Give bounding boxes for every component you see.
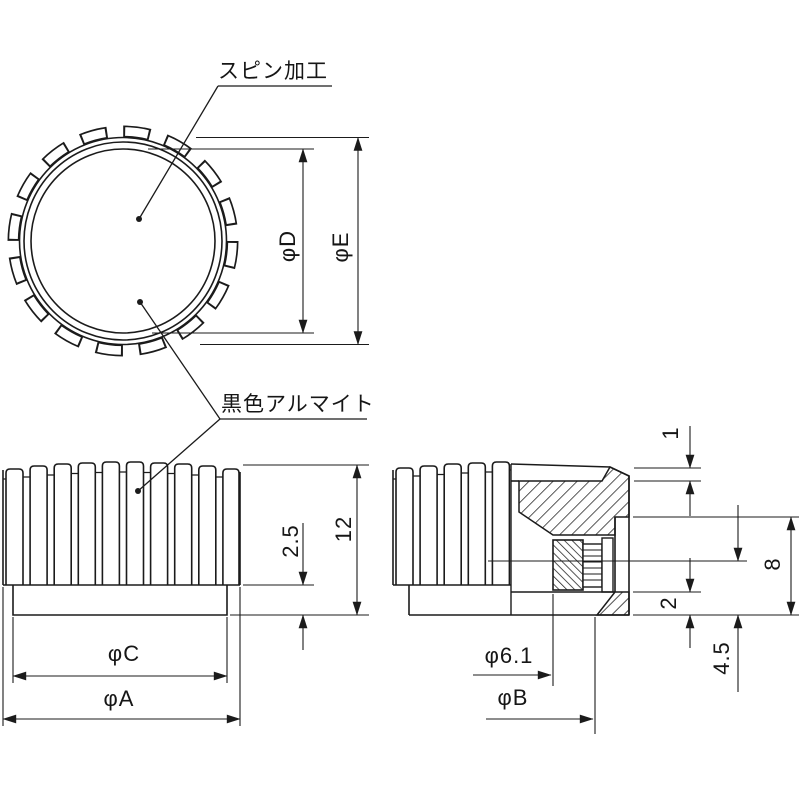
knurl-ribs	[3, 461, 240, 585]
dim-label-2: 2	[656, 596, 681, 610]
bottom-ring-hatch	[595, 591, 630, 616]
top-view	[7, 85, 369, 494]
front-view	[2, 461, 369, 726]
callout-leaders	[135, 85, 367, 494]
front-view-dims	[2, 464, 369, 726]
dim-label-phi6-1: φ6.1	[484, 643, 534, 668]
section-view-dims	[473, 426, 799, 734]
dim-label-12: 12	[331, 515, 356, 543]
dim-label-2-5: 2.5	[278, 524, 303, 558]
dim-label-4-5: 4.5	[709, 641, 734, 675]
knurl-root-circle	[18, 136, 228, 346]
dim-label-phiD: φD	[275, 229, 300, 263]
rim-circle	[23, 141, 223, 341]
dim-label-phiE: φE	[328, 231, 353, 263]
recess-circle	[30, 148, 216, 334]
section-view	[392, 426, 799, 734]
dim-label-phiC: φC	[107, 641, 141, 666]
alumite-leader-dot-2	[135, 488, 141, 494]
thread-relief	[601, 537, 614, 593]
top-view-dims	[148, 136, 369, 346]
section-knurl-ribs	[393, 461, 511, 585]
dim-label-1: 1	[658, 426, 683, 440]
skirt	[12, 585, 228, 616]
dim-label-8: 8	[760, 557, 785, 571]
spin-finish-callout: スピン加工	[218, 60, 328, 83]
cap-section-hatch	[518, 466, 630, 536]
dim-label-phiB: φB	[497, 685, 529, 710]
black-alumite-callout: 黒色アルマイト	[221, 393, 375, 416]
dim-label-phiA: φA	[103, 686, 135, 711]
knurl-teeth-cover	[9, 127, 237, 355]
set-screw-body	[552, 539, 584, 591]
knurl-teeth	[7, 125, 239, 357]
